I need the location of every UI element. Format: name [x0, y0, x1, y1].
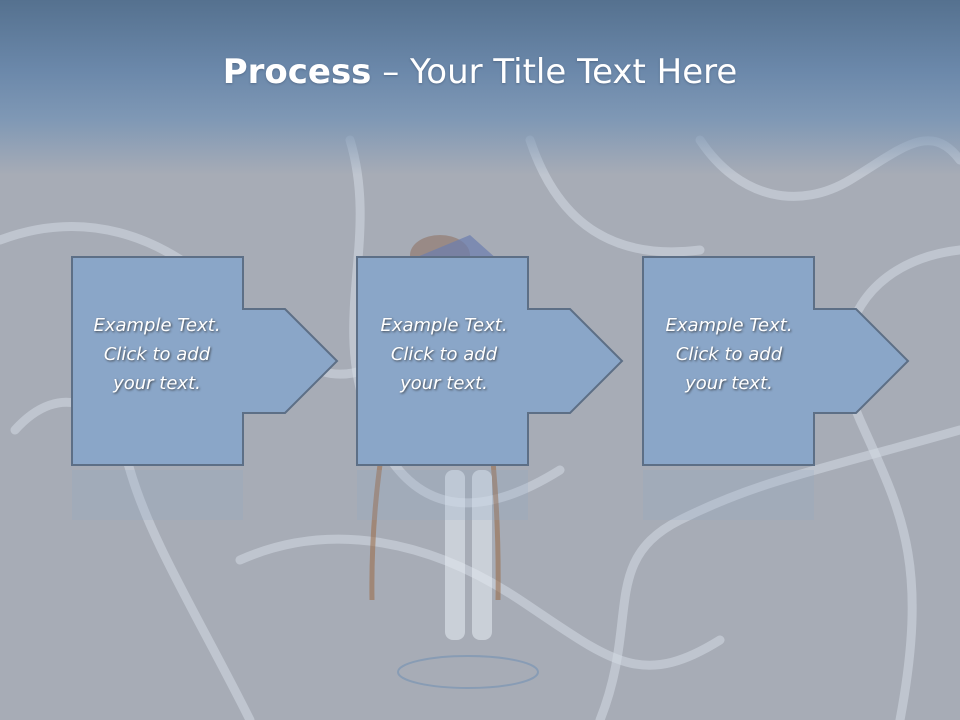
step-1-line-1: Example Text. [93, 315, 221, 336]
swirl-ribbon [595, 425, 960, 720]
step-2-text[interactable]: Example Text. Click to add your text. [358, 311, 530, 398]
swirl-ribbon [10, 397, 255, 720]
step-3-text[interactable]: Example Text. Click to add your text. [643, 311, 815, 398]
step-1-line-3: your text. [113, 373, 201, 394]
step-2-line-2: Click to add [390, 344, 498, 365]
step-3-line-1: Example Text. [665, 315, 793, 336]
slide-title[interactable]: Process – Your Title Text Here [0, 52, 960, 92]
title-rest: – Your Title Text Here [371, 52, 738, 92]
step-2-line-3: your text. [400, 373, 488, 394]
step-1-line-2: Click to add [103, 344, 211, 365]
step-1-text[interactable]: Example Text. Click to add your text. [71, 311, 243, 398]
process-step-1[interactable] [71, 256, 339, 466]
title-bold: Process [222, 52, 372, 92]
step-3-line-3: your text. [685, 373, 773, 394]
step-reflection [72, 470, 814, 520]
process-step-2[interactable] [356, 256, 624, 466]
step-3-line-2: Click to add [675, 344, 783, 365]
process-step-3[interactable] [642, 256, 910, 466]
title-band [0, 0, 960, 175]
swirl-ribbon [841, 245, 960, 720]
step-2-line-1: Example Text. [380, 315, 508, 336]
swirl-ribbon [235, 534, 725, 670]
